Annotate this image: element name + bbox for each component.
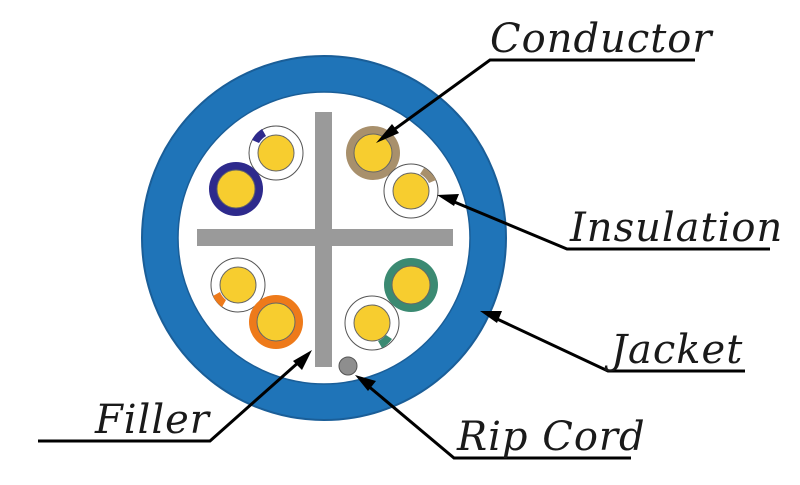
cross-filler xyxy=(197,112,453,367)
conductor xyxy=(353,304,391,342)
conductor xyxy=(256,302,296,342)
wire-white-blue xyxy=(248,125,304,181)
label-conductor: Conductor xyxy=(490,16,714,62)
leader-jacket xyxy=(480,311,745,373)
leader-lines xyxy=(38,58,770,460)
wire-white-orange xyxy=(210,257,266,313)
wire-solid-blue xyxy=(209,162,263,216)
conductor xyxy=(391,265,431,305)
leader-rip-cord xyxy=(355,375,631,460)
wire-white-brown xyxy=(383,163,439,219)
conductor xyxy=(257,134,295,172)
wire-pair-blue xyxy=(209,125,304,216)
conductor xyxy=(353,133,393,173)
label-insulation: Insulation xyxy=(569,205,783,251)
leader-conductor xyxy=(376,58,695,143)
wire-pair-green xyxy=(344,258,438,351)
label-rip-cord: Rip Cord xyxy=(456,414,646,460)
rip-cord xyxy=(338,356,358,376)
conductor xyxy=(216,169,256,209)
conductor xyxy=(219,266,257,304)
wire-solid-green xyxy=(384,258,438,312)
conductor xyxy=(392,172,430,210)
wire-solid-orange xyxy=(249,295,303,349)
leader-insulation xyxy=(437,194,770,251)
wire-pair-orange xyxy=(210,257,303,349)
label-jacket: Jacket xyxy=(604,327,743,373)
wire-white-green xyxy=(344,295,400,351)
label-filler: Filler xyxy=(94,397,212,443)
wire-solid-brown xyxy=(346,126,400,180)
wire-pair-brown xyxy=(346,126,439,219)
leader-filler xyxy=(38,350,312,443)
